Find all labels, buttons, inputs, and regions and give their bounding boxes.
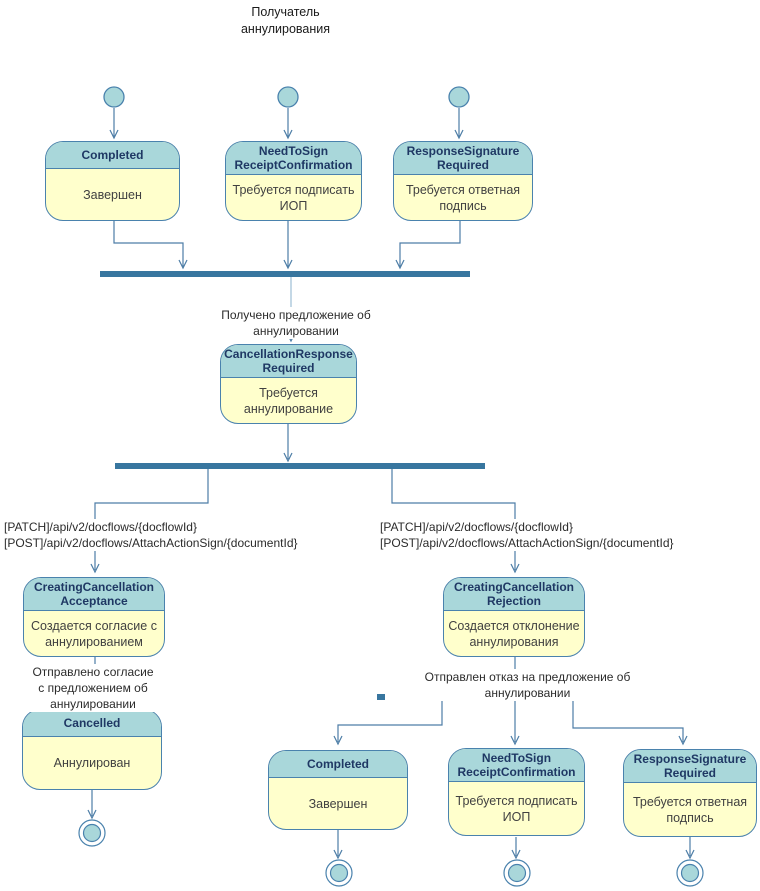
state-title: Completed (46, 142, 179, 169)
arrow-needtosign-to-join-bar (283, 221, 293, 270)
arrow-start-to-responsesignature-top (454, 108, 464, 140)
state-needtosign-top: NeedToSign ReceiptConfirmation Требуется… (225, 141, 362, 221)
arrow-fork2-to-completed-bottom (333, 700, 443, 746)
state-description: Требуется подписать ИОП (232, 182, 355, 213)
api-call-label-right: [PATCH]/api/v2/docflows/{docflowId} [POS… (377, 519, 692, 551)
state-cancellationresponse-required: CancellationResponse Required Требуется … (220, 344, 357, 424)
arrow-completed-bottom-to-final (333, 830, 343, 860)
state-description: Завершен (308, 796, 368, 811)
state-title: Completed (269, 751, 407, 778)
arrow-fork2-to-needtosign-bottom (510, 700, 520, 746)
api-call-label-left: [PATCH]/api/v2/docflows/{docflowId} [POS… (1, 519, 311, 551)
state-title: NeedToSign ReceiptConfirmation (449, 749, 584, 782)
arrow-start-to-needtosign-top (283, 108, 293, 140)
arrow-cancellationresponse-to-fork-bar (283, 424, 293, 463)
state-completed-top: Completed Завершен (45, 141, 180, 221)
arrow-completed-to-join-bar (113, 221, 188, 270)
state-creatingcancellation-rejection: CreatingCancellation Rejection Создается… (443, 577, 585, 657)
state-title: CancellationResponse Required (221, 345, 356, 378)
final-node-icon (325, 859, 353, 887)
arrow-responsesignature-to-join-bar (395, 221, 461, 270)
state-cancelled: Cancelled Аннулирован (22, 709, 162, 790)
arrow-needtosign-bottom-to-final (511, 837, 521, 860)
state-creatingcancellation-acceptance: CreatingCancellation Acceptance Создаетс… (23, 577, 165, 657)
diagram-title: Получатель аннулирования (240, 5, 331, 36)
fork-bar (115, 463, 485, 469)
arrow-start-to-completed-top (109, 108, 119, 140)
state-description: Требуется подписать ИОП (455, 793, 578, 824)
state-title: Cancelled (23, 710, 161, 737)
transition-label-sent-rejection: Отправлен отказ на предложение об аннули… (385, 669, 670, 701)
arrow-fork2-to-responsesignature-bottom (572, 700, 688, 746)
final-node-icon (503, 859, 531, 887)
state-description: Требуется ответная подпись (632, 794, 748, 825)
state-completed-bottom: Completed Завершен (268, 750, 408, 830)
transition-label-received-proposal: Получено предложение об аннулировании (178, 307, 414, 339)
state-description: Завершен (83, 187, 142, 202)
state-title: CreatingCancellation Acceptance (24, 578, 164, 611)
state-description: Создается согласие с аннулированием (31, 618, 157, 649)
state-responsesignature-top: ResponseSignature Required Требуется отв… (393, 141, 533, 221)
state-description: Аннулирован (53, 756, 131, 770)
state-description: Требуется ответная подпись (405, 182, 521, 213)
state-title: CreatingCancellation Rejection (444, 578, 584, 611)
final-node-icon (676, 859, 704, 887)
state-description: Требуется аннулирование (243, 385, 334, 416)
state-description: Создается отклонение аннулирования (448, 618, 580, 649)
final-node-icon (78, 819, 106, 847)
state-title: NeedToSign ReceiptConfirmation (226, 142, 361, 175)
start-node-icon (277, 86, 299, 108)
state-title: ResponseSignature Required (624, 750, 756, 783)
start-node-icon (448, 86, 470, 108)
state-title: ResponseSignature Required (394, 142, 532, 175)
arrow-cancelled-to-final (87, 790, 97, 820)
state-needtosign-bottom: NeedToSign ReceiptConfirmation Требуется… (448, 748, 585, 836)
join-bar (100, 271, 470, 277)
transition-label-sent-acceptance: Отправлено согласие с предложением об ан… (0, 664, 186, 712)
state-responsesignature-bottom: ResponseSignature Required Требуется отв… (623, 749, 757, 837)
start-node-icon (103, 86, 125, 108)
arrow-responsesignature-bottom-to-final (685, 837, 695, 860)
